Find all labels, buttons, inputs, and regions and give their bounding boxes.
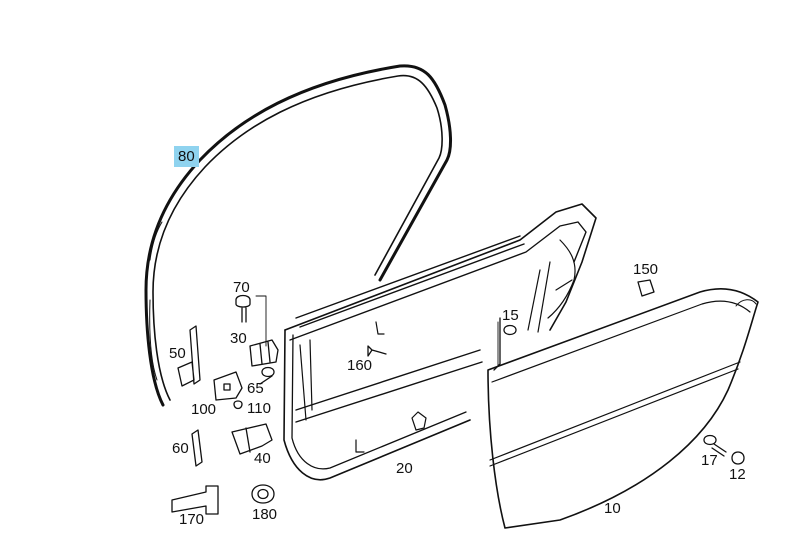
part-label-180: 180 [252,506,278,523]
part-label-10: 10 [604,500,621,517]
grommet-part-180 [251,484,275,504]
nut-part-12 [731,451,745,465]
hinge-part-30 [249,339,279,367]
leader-line-70-30 [255,295,267,347]
part-label-30: 30 [230,330,247,347]
part-label-65: 65 [247,380,264,397]
bolt-part-17 [703,434,727,457]
hinge-part-40 [231,423,273,455]
bolt-part-160 [367,345,387,357]
part-label-12: 12 [729,466,746,483]
part-label-80: 80 [174,146,199,167]
part-label-70: 70 [233,279,250,296]
part-label-50: 50 [169,345,186,362]
part-label-170: 170 [179,511,205,528]
bolt-part-65 [259,366,275,385]
part-label-15: 15 [502,307,519,324]
part-label-60: 60 [172,440,189,457]
cap-part-150 [637,279,655,297]
clip-part-170 [171,485,219,515]
part-label-20: 20 [396,460,413,477]
bracket-part-60 [191,429,203,467]
part-label-160: 160 [347,357,373,374]
part-label-17: 17 [701,452,718,469]
part-label-110: 110 [247,400,271,417]
part-label-150: 150 [633,261,659,278]
part-label-100: 100 [191,401,217,418]
part-label-40: 40 [254,450,271,467]
check-link-part-100 [213,371,243,401]
door-frame-part-20 [283,203,597,481]
outer-door-panel-part-10 [487,288,759,529]
bracket-part-50 [177,325,201,387]
clip-part-15 [493,317,517,371]
screw-part-70 [235,294,251,323]
window-seal-part-80 [144,64,452,407]
nut-part-110 [233,400,243,410]
